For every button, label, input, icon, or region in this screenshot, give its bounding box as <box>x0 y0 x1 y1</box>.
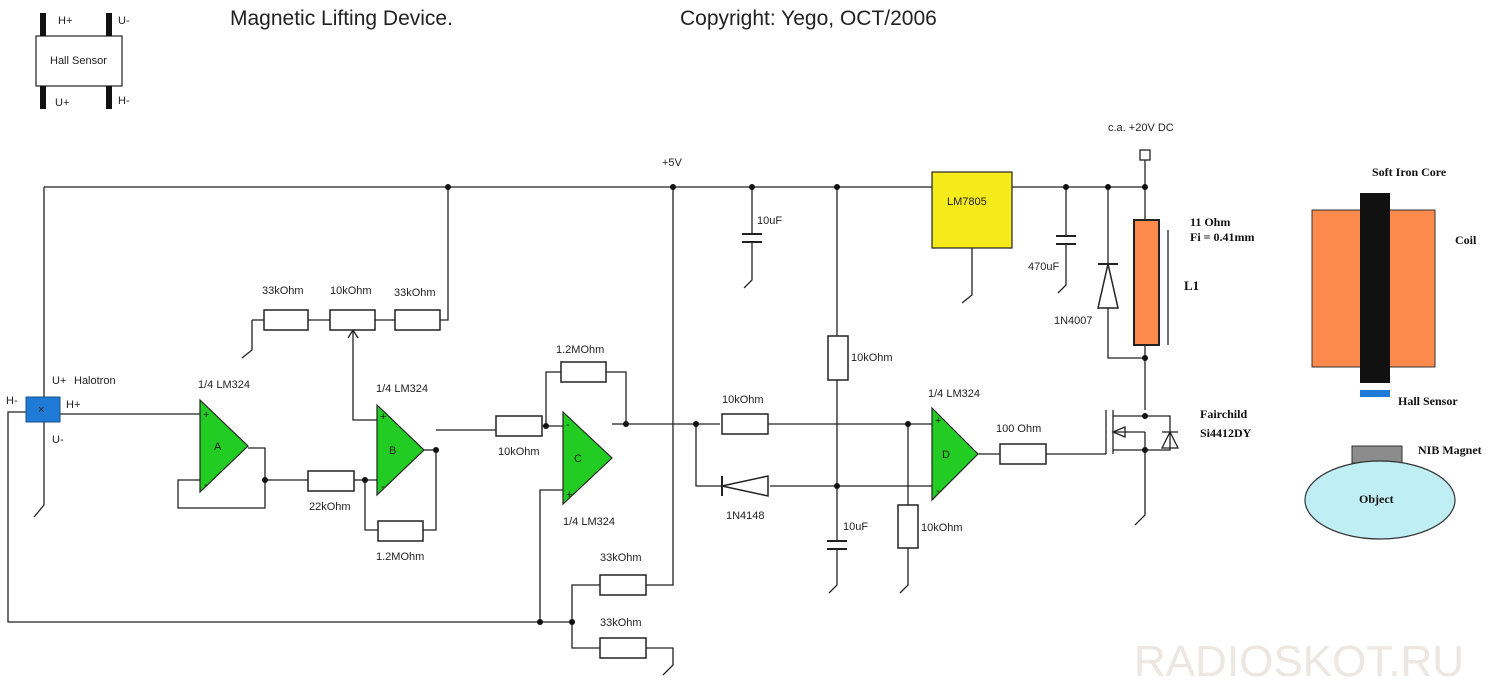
svg-text:-: - <box>204 479 208 491</box>
junction-dots <box>262 184 1148 625</box>
d2-label: 1N4007 <box>1054 315 1093 327</box>
r12m-b-label: 1.2MOhm <box>376 551 424 563</box>
hall-sensor-legend: Hall Sensor H+ U- U+ H- <box>35 13 130 109</box>
svg-text:×: × <box>38 404 44 416</box>
svg-text:-: - <box>381 481 385 493</box>
core-label: Soft Iron Core <box>1372 165 1447 179</box>
coil-label: L1 <box>1184 278 1199 293</box>
r10k-div-top-label: 10kOhm <box>851 352 893 364</box>
sensor-u-minus: U- <box>52 434 64 446</box>
r10k-div-bot-label: 10kOhm <box>921 522 963 534</box>
sensor-h-plus: H+ <box>66 399 80 411</box>
r10k-bc-label: 10kOhm <box>498 446 540 458</box>
resistors <box>263 309 1047 659</box>
copyright-text: Copyright: Yego, OCT/2006 <box>680 7 937 30</box>
svg-text:+: + <box>935 415 941 427</box>
capacitors <box>742 233 1076 550</box>
r100-label: 100 Ohm <box>996 423 1041 435</box>
opamp-c-letter: C <box>574 453 582 465</box>
r33k-4-label: 33kOhm <box>600 617 642 629</box>
opamp-a-label: 1/4 LM324 <box>198 379 250 391</box>
magnet-label: NIB Magnet <box>1418 443 1482 457</box>
coil-spec-2: Fi = 0.41mm <box>1190 230 1255 244</box>
legend-h-minus: H- <box>118 95 130 107</box>
object-label: Object <box>1359 492 1394 506</box>
opamp-a-letter: A <box>214 441 222 453</box>
r22k-label: 22kOhm <box>309 501 351 513</box>
watermark: RADIOSKOT.RU <box>1134 637 1464 686</box>
r33k-3-label: 33kOhm <box>600 552 642 564</box>
c10u-2-label: 10uF <box>843 521 868 533</box>
svg-text:+: + <box>566 489 572 501</box>
opamp-a: + - A <box>199 398 249 494</box>
hall-sensor: × <box>25 396 61 423</box>
c470u-label: 470uF <box>1028 261 1059 273</box>
opamp-c-label: 1/4 LM324 <box>563 516 615 528</box>
r33k-2-label: 33kOhm <box>394 287 436 299</box>
legend-u-plus: U+ <box>55 97 69 109</box>
mosfet-label-2: Si4412DY <box>1200 426 1252 440</box>
svg-text:+: + <box>380 411 386 423</box>
svg-text:-: - <box>566 419 570 431</box>
opamp-b: + - B <box>376 403 425 497</box>
r10k-d-label: 10kOhm <box>722 394 764 406</box>
coil-spec-1: 11 Ohm <box>1190 215 1230 229</box>
wires <box>7 160 1180 676</box>
d1-label: 1N4148 <box>726 510 765 522</box>
legend-h-plus: H+ <box>58 15 72 27</box>
opamp-d-label: 1/4 LM324 <box>928 388 980 400</box>
opamp-c: - + C <box>562 410 613 506</box>
lm7805-regulator <box>931 171 1013 249</box>
pot10k-label: 10kOhm <box>330 285 372 297</box>
sensor-name: Halotron <box>74 375 116 387</box>
opamp-b-label: 1/4 LM324 <box>376 383 428 395</box>
opamp-d: + - D <box>931 406 979 502</box>
vcc-label: +5V <box>662 157 683 169</box>
r12m-c-label: 1.2MOhm <box>556 344 604 356</box>
mosfet-label-1: Fairchild <box>1200 407 1247 421</box>
sensor-h-minus: H- <box>6 395 18 407</box>
r33k-1-label: 33kOhm <box>262 285 304 297</box>
coil-l1 <box>1133 219 1160 346</box>
legend-title: Hall Sensor <box>50 55 107 67</box>
sensor-u-plus: U+ <box>52 375 66 387</box>
svg-text:-: - <box>936 485 940 497</box>
diode-1n4007 <box>1097 263 1119 309</box>
regulator-label: LM7805 <box>947 196 987 208</box>
legend-u-minus: U- <box>118 15 130 27</box>
assembly-illustration <box>1304 193 1456 540</box>
opamp-d-letter: D <box>942 449 950 461</box>
opamp-b-letter: B <box>389 445 396 457</box>
coil-part-label: Coil <box>1455 233 1477 247</box>
c10u-1-label: 10uF <box>757 215 782 227</box>
vin-label: c.a. +20V DC <box>1108 122 1174 134</box>
input-terminal <box>1139 149 1151 161</box>
svg-text:+: + <box>203 409 209 421</box>
assembly-sensor-label: Hall Sensor <box>1398 394 1458 408</box>
diagram-title: Magnetic Lifting Device. <box>230 7 453 30</box>
diode-1n4148 <box>721 475 769 497</box>
